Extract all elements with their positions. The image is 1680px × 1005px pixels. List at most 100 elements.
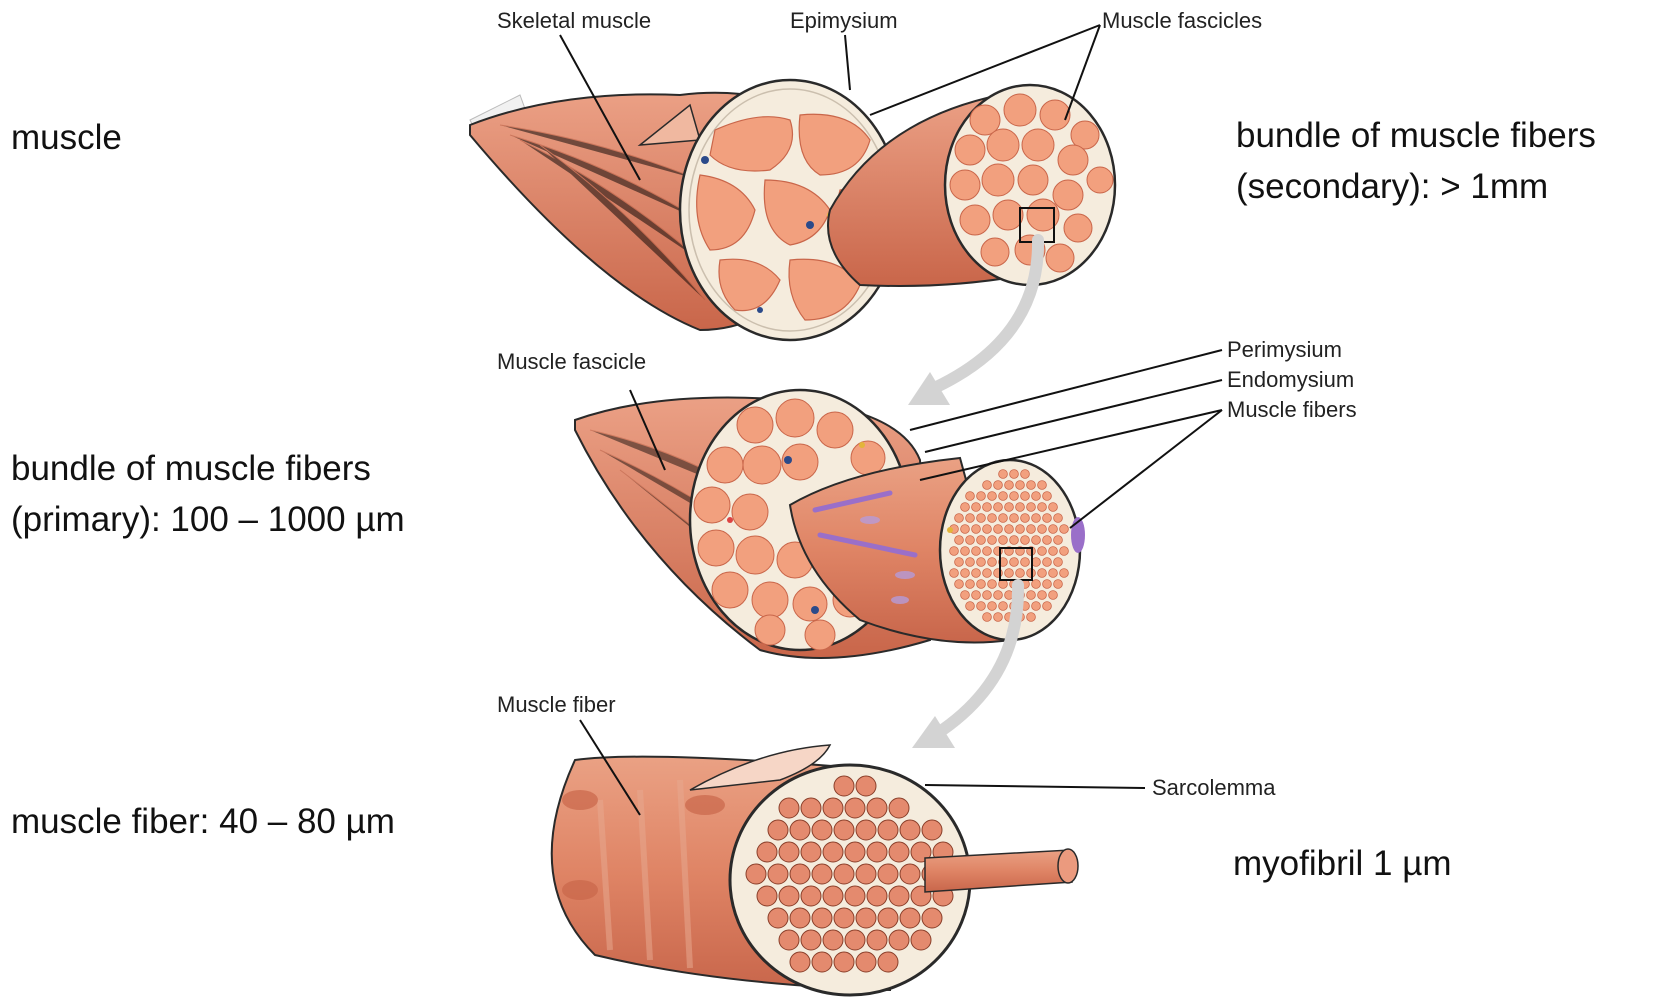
muscle-fiber-dot — [988, 580, 997, 589]
muscle-fiber-dot — [1010, 536, 1019, 545]
muscle-fiber-dot — [1060, 547, 1069, 556]
muscle-fiber-dot — [972, 547, 981, 556]
muscle-fiber-dot — [1043, 580, 1052, 589]
myofibril-cross-section — [900, 820, 920, 840]
label-muscle-fiber: Muscle fiber — [497, 692, 616, 717]
skeletal-muscle-illustration — [470, 80, 1115, 340]
fiber-illustration — [552, 745, 1078, 995]
muscle-fiber-dot — [1027, 503, 1036, 512]
muscle-fiber-dot — [966, 558, 975, 567]
muscle-fiber-dot — [966, 602, 975, 611]
myofibril-cross-section — [856, 952, 876, 972]
muscle-fiber-dot — [955, 580, 964, 589]
leader-sarcolemma — [925, 785, 1145, 788]
muscle-fiber-dot — [994, 591, 1003, 600]
myofibril-cross-section — [834, 776, 854, 796]
myofibril-cross-section — [790, 908, 810, 928]
muscle-fiber-dot — [988, 536, 997, 545]
myofibril-cross-section — [823, 842, 843, 862]
muscle-fiber-dot — [1005, 503, 1014, 512]
myofibril-cross-section — [889, 798, 909, 818]
myofibril-cross-section — [812, 864, 832, 884]
label-muscle-fascicles: Muscle fascicles — [1102, 8, 1262, 33]
muscle-fiber-dot — [983, 547, 992, 556]
myofibril-cross-section — [779, 930, 799, 950]
muscle-fiber-dot — [977, 536, 986, 545]
muscle-fiber-dot — [999, 536, 1008, 545]
muscle-fiber-dot — [966, 536, 975, 545]
muscle-fiber-dot — [955, 536, 964, 545]
muscle-fiber-dot — [1027, 525, 1036, 534]
muscle-fiber-dot — [961, 569, 970, 578]
myofibril-cross-section — [757, 842, 777, 862]
myofibril-cross-section — [779, 842, 799, 862]
muscle-fiber-dot — [983, 591, 992, 600]
muscle-fiber-dot — [1032, 514, 1041, 523]
muscle-fiber-dot — [1043, 602, 1052, 611]
myofibril-cross-section — [878, 864, 898, 884]
myofibril-cross-section — [878, 820, 898, 840]
muscle-fiber-dot — [988, 558, 997, 567]
muscle-fiber-dot — [977, 514, 986, 523]
muscle-fiber-dot — [961, 525, 970, 534]
muscle-fiber-dot — [1021, 514, 1030, 523]
myofibril-cross-section — [845, 930, 865, 950]
label-endomysium: Endomysium — [1227, 367, 1354, 392]
muscle-fiber-dot — [972, 503, 981, 512]
muscle-fiber-dot — [983, 525, 992, 534]
muscle-fiber-dot — [1054, 580, 1063, 589]
label-perimysium: Perimysium — [1227, 337, 1342, 362]
myofibril-cross-section — [867, 842, 887, 862]
muscle-fiber-dot — [961, 591, 970, 600]
muscle-fiber-dot — [1021, 470, 1030, 479]
muscle-fiber-dot — [1054, 558, 1063, 567]
muscle-fiber-dot — [1054, 514, 1063, 523]
myofibril-cross-section — [867, 798, 887, 818]
muscle-fiber-dot — [1060, 569, 1069, 578]
muscle-fiber-dot — [1049, 503, 1058, 512]
myofibril-cross-section — [768, 820, 788, 840]
muscle-fiber-dot — [1043, 558, 1052, 567]
muscle-fiber-dot — [1032, 602, 1041, 611]
myofibril-cross-section — [768, 908, 788, 928]
myofibril-cross-section — [922, 908, 942, 928]
myofibril-cross-section — [889, 886, 909, 906]
muscle-fiber-dot — [983, 503, 992, 512]
myofibril-cross-section — [845, 842, 865, 862]
muscle-fiber-dot — [1038, 525, 1047, 534]
myofibril-cross-section — [823, 886, 843, 906]
muscle-fiber-dot — [1043, 514, 1052, 523]
muscle-fiber-dot — [977, 558, 986, 567]
muscle-fiber-dot — [983, 481, 992, 490]
muscle-fiber-dot — [983, 569, 992, 578]
muscle-fiber-dot — [988, 602, 997, 611]
muscle-fiber-dot — [999, 492, 1008, 501]
muscle-fiber-dot — [1016, 569, 1025, 578]
leader-epimysium — [845, 35, 850, 90]
muscle-fiber-dot — [955, 514, 964, 523]
muscle-fiber-dot — [1016, 503, 1025, 512]
muscle-fiber-dot — [955, 558, 964, 567]
muscle-fiber-dot — [1060, 525, 1069, 534]
muscle-fiber-dot — [994, 569, 1003, 578]
muscle-fiber-dot — [1027, 481, 1036, 490]
myofibril-cross-section — [845, 798, 865, 818]
muscle-fiber-dot — [1043, 492, 1052, 501]
myofibril-cross-section — [889, 930, 909, 950]
muscle-fiber-dot — [994, 613, 1003, 622]
muscle-fiber-dot — [983, 613, 992, 622]
muscle-fiber-dot — [1027, 591, 1036, 600]
label-muscle-fascicle: Muscle fascicle — [497, 349, 646, 374]
myofibril-cross-section — [801, 798, 821, 818]
muscle-fiber-dot — [950, 569, 959, 578]
myofibril-cross-section — [779, 798, 799, 818]
label-sarcolemma: Sarcolemma — [1152, 775, 1276, 800]
muscle-fiber-dot — [999, 470, 1008, 479]
myofibril-cross-section — [834, 820, 854, 840]
muscle-fiber-dot — [950, 547, 959, 556]
myofibril-cross-section — [790, 864, 810, 884]
myofibril-cross-section — [801, 930, 821, 950]
muscle-fiber-dot — [1027, 613, 1036, 622]
myofibril-cross-section — [801, 886, 821, 906]
